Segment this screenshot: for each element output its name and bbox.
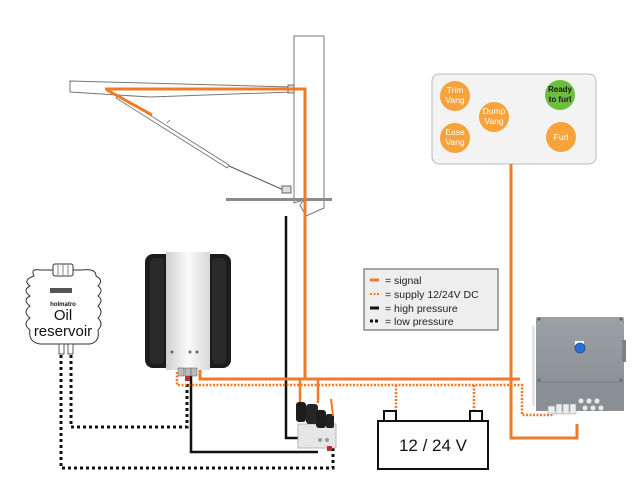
trim-vang-button[interactable]: Trim Vang xyxy=(440,81,470,111)
legend-high-pressure-label: = high pressure xyxy=(385,303,458,315)
vang-signal-line xyxy=(106,88,153,117)
boom-signal-line xyxy=(105,87,307,200)
reservoir-label-plate xyxy=(50,288,72,293)
ease-vang-label-2: Vang xyxy=(445,137,464,147)
legend-box xyxy=(363,268,499,331)
pump-unit xyxy=(145,252,231,381)
battery-body xyxy=(377,420,489,470)
reservoir-brand: holmatro xyxy=(50,302,76,308)
dump-vang-label-1: Dump xyxy=(483,106,506,116)
ready-to-furl-label-2: to furl xyxy=(549,95,572,104)
trim-vang-label-2: Vang xyxy=(445,95,464,105)
ready-to-furl-label-1: Ready xyxy=(548,85,573,94)
reservoir-title-1: Oil xyxy=(54,307,72,324)
ready-to-furl-button[interactable]: Ready to furl xyxy=(545,80,575,110)
reservoir-title-2: reservoir xyxy=(34,323,92,340)
mast xyxy=(293,35,325,217)
legend-signal-label: = signal xyxy=(385,275,421,287)
reservoir-port-1 xyxy=(58,343,65,355)
ease-vang-button[interactable]: Ease Vang xyxy=(440,123,470,153)
legend-low-pressure-label: = low pressure xyxy=(385,316,454,328)
legend: = signal = supply 12/24V DC = high press… xyxy=(363,268,499,331)
mast-assembly xyxy=(69,35,332,217)
junction-box xyxy=(532,317,626,415)
reservoir-body xyxy=(25,269,102,345)
deck xyxy=(226,198,332,201)
pump-signal-line xyxy=(198,370,520,381)
furl-button[interactable]: Furl xyxy=(546,122,576,152)
ease-vang-label-1: Ease xyxy=(445,127,465,137)
furl-label: Furl xyxy=(554,132,569,142)
low-pressure-line-2 xyxy=(59,355,335,470)
high-pressure-line-1 xyxy=(189,376,318,454)
trim-vang-label-1: Trim xyxy=(447,85,464,95)
junction-box-button[interactable] xyxy=(574,342,586,354)
dump-vang-button[interactable]: Dump Vang xyxy=(479,102,509,132)
low-pressure-line-1 xyxy=(69,355,189,429)
control-panel: Trim Vang Dump Vang Ease Vang Ready to f… xyxy=(431,73,597,165)
oil-reservoir: holmatro Oil reservoir xyxy=(25,263,102,355)
legend-supply-label: = supply 12/24V DC xyxy=(385,289,479,301)
reservoir-port-2 xyxy=(67,343,74,355)
battery: 12 / 24 V xyxy=(377,410,489,470)
battery-label: 12 / 24 V xyxy=(399,436,468,455)
panel-signal-cable xyxy=(509,164,579,440)
dump-vang-label-2: Vang xyxy=(484,116,503,126)
valve-block xyxy=(296,398,337,451)
